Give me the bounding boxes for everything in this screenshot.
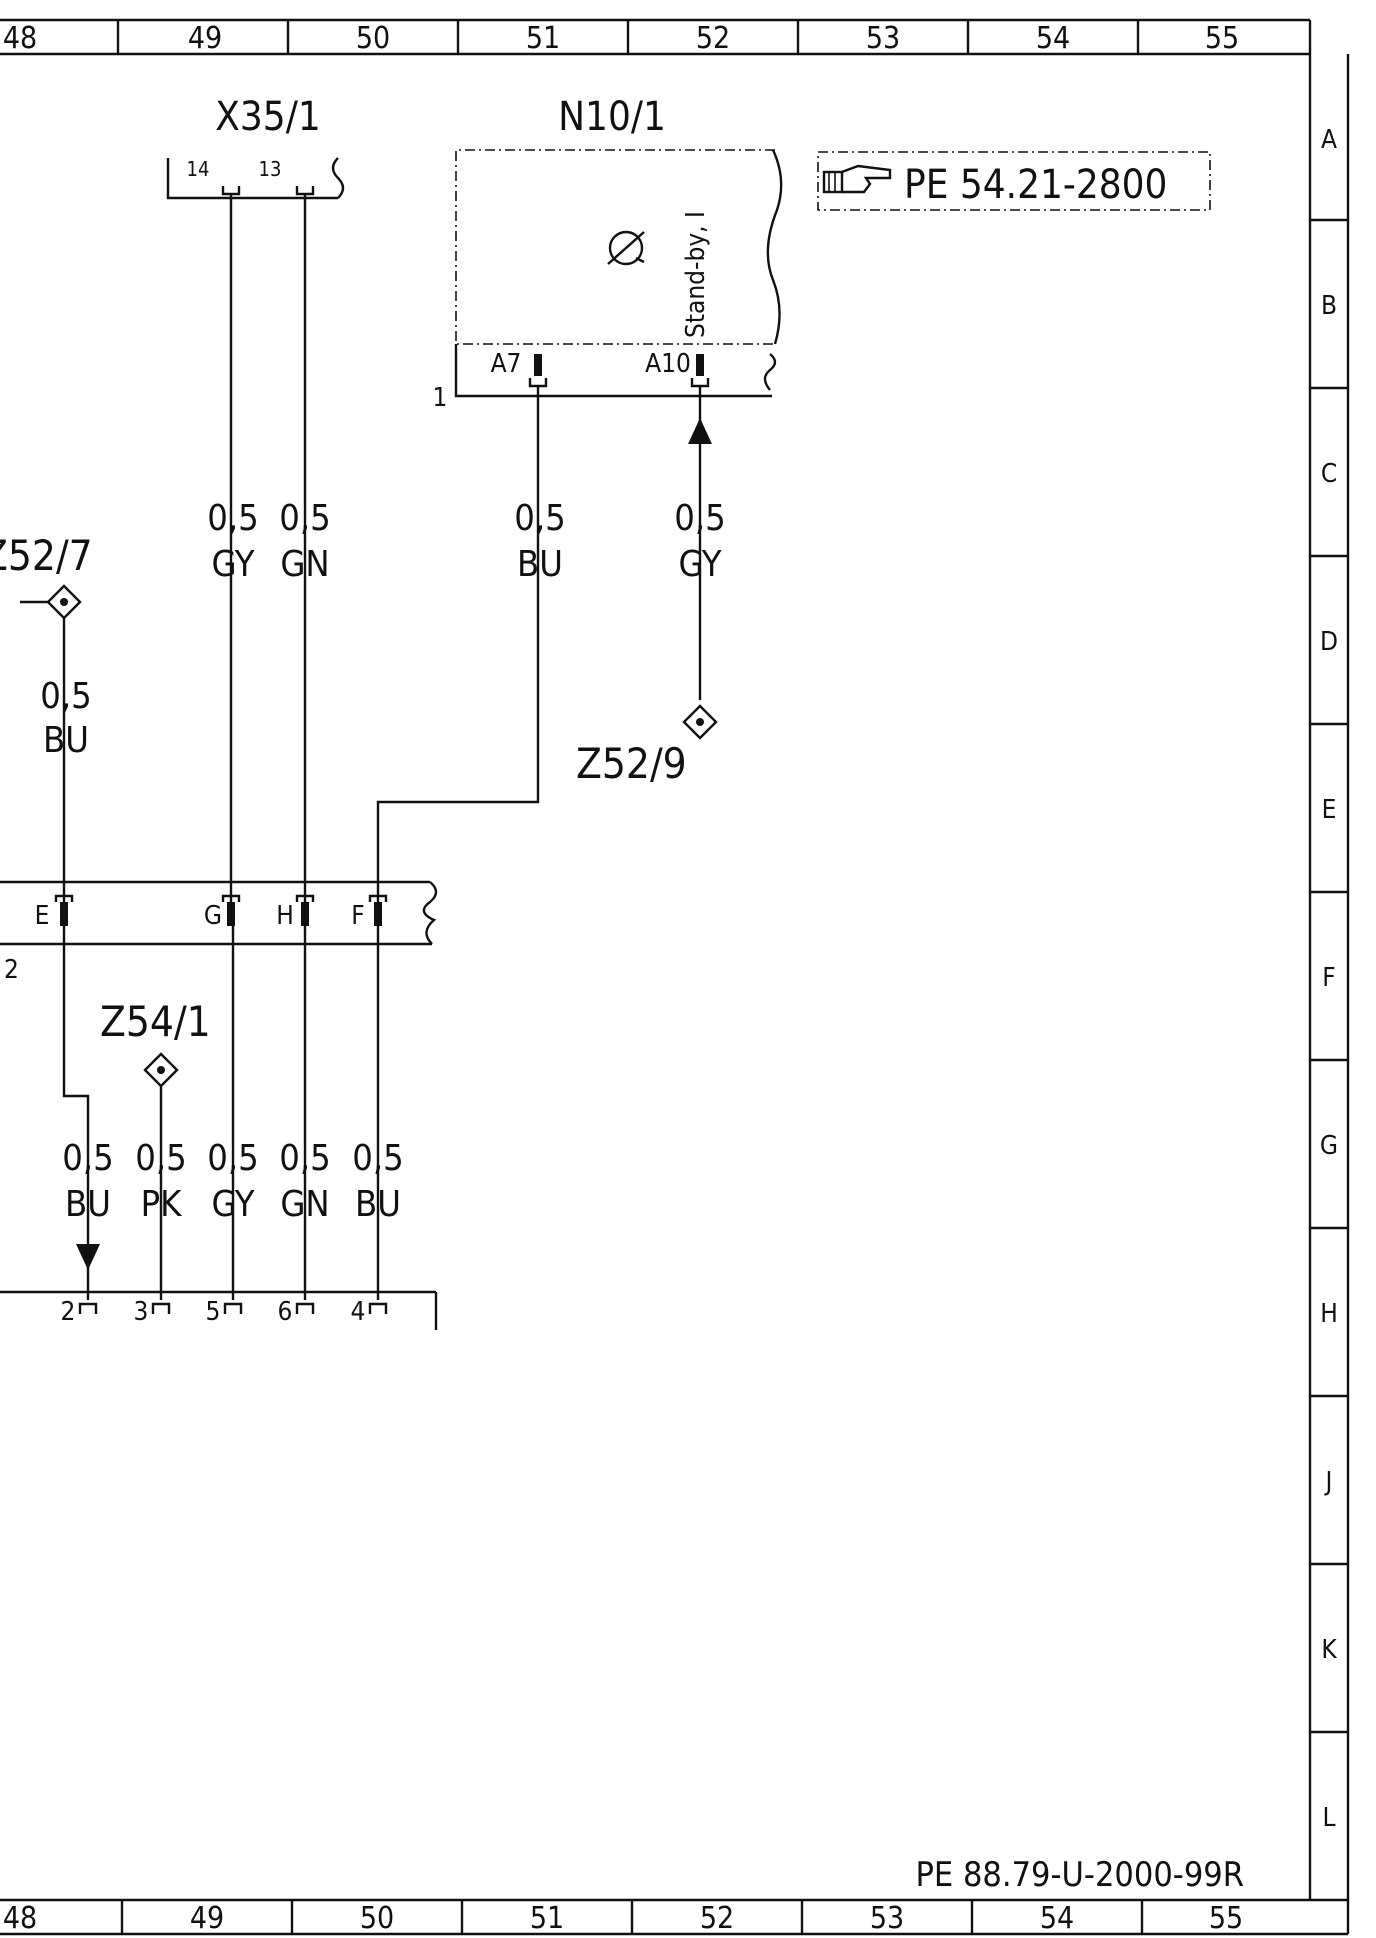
pin-label: A10 <box>645 349 691 379</box>
wire-size: 0,5 <box>135 1138 187 1179</box>
splice-label: Z52/9 <box>576 739 687 788</box>
row-label: B <box>1321 291 1337 321</box>
column-label-bottom: 55 <box>1209 1901 1243 1936</box>
pin-label: F <box>351 901 364 931</box>
wire-color: BU <box>43 720 89 761</box>
pin-label: 3 <box>134 1297 149 1327</box>
row-label: K <box>1321 1635 1337 1665</box>
wire-color: GY <box>211 544 254 585</box>
column-label-bottom: 48 <box>3 1901 37 1936</box>
row-label: L <box>1322 1803 1335 1833</box>
pin-label: E <box>35 901 50 931</box>
column-label-top: 50 <box>356 21 390 56</box>
wire-harness: 0,5 GY 0,5 GN 0,5 BU 0,5 GY 0,5 BU <box>20 194 726 902</box>
column-label-bottom: 52 <box>700 1901 734 1936</box>
splice-z54-1: Z54/1 <box>100 997 211 1088</box>
row-label: J <box>1324 1467 1333 1497</box>
connector-x35-1: X35/1 14 13 <box>166 94 345 200</box>
bus-side-label: 2 <box>4 955 19 985</box>
pin-label: 13 <box>259 157 282 181</box>
row-label: E <box>1322 795 1337 825</box>
column-label-top: 48 <box>3 21 37 56</box>
control-unit-label: N10/1 <box>558 94 666 140</box>
column-label-top: 52 <box>696 21 730 56</box>
bus-pin-g: G <box>204 894 241 931</box>
column-label-bottom: 54 <box>1040 1901 1074 1936</box>
wire-size: 0,5 <box>674 498 726 539</box>
wire-size: 0,5 <box>279 1138 331 1179</box>
row-label: C <box>1321 459 1337 489</box>
column-label-bottom: 53 <box>870 1901 904 1936</box>
wire-color: GY <box>678 544 721 585</box>
wire-color: GY <box>211 1184 254 1225</box>
wire-color: GN <box>280 1184 329 1225</box>
column-label-top: 54 <box>1036 21 1070 56</box>
connector-label: X35/1 <box>215 94 320 140</box>
row-label: A <box>1321 125 1337 155</box>
frame: 48 49 50 51 52 53 54 55 48 49 50 51 52 5… <box>0 18 1350 1936</box>
bus-pin-h: H <box>276 894 315 931</box>
wire-color: BU <box>355 1184 401 1225</box>
bus-connector: 2 E G H F <box>0 880 438 985</box>
pointing-hand-icon <box>822 164 892 194</box>
standby-label: Stand-by, I <box>681 211 711 338</box>
lower-pin: 2 <box>61 1297 98 1327</box>
lower-pin: 3 <box>134 1297 171 1327</box>
splice-z52-7: Z52/7 <box>0 531 93 620</box>
bus-pin-f: F <box>351 894 388 931</box>
column-label-bottom: 49 <box>190 1901 224 1936</box>
pin-label: 2 <box>61 1297 76 1327</box>
row-label: D <box>1320 627 1338 657</box>
lower-connector: 2 3 5 6 4 <box>0 1290 438 1330</box>
wire-size: 0,5 <box>207 498 259 539</box>
column-label-top: 55 <box>1205 21 1239 56</box>
splice-label: Z52/7 <box>0 531 93 580</box>
wire-color: PK <box>141 1184 183 1225</box>
row-label: F <box>1322 963 1335 993</box>
wire-size: 0,5 <box>207 1138 259 1179</box>
column-label-bottom: 51 <box>530 1901 564 1936</box>
wire-size: 0,5 <box>352 1138 404 1179</box>
wire-size: 0,5 <box>40 676 92 717</box>
transistor-symbol-icon <box>607 230 645 266</box>
pin-label: A7 <box>491 349 522 379</box>
wire-size: 0,5 <box>514 498 566 539</box>
row-label: H <box>1320 1299 1338 1329</box>
wire-color: BU <box>517 544 563 585</box>
pin-label: G <box>204 901 222 931</box>
wire-size: 0,5 <box>279 498 331 539</box>
wire-color: GN <box>280 544 329 585</box>
lower-pin: 4 <box>351 1297 388 1327</box>
pin-label: 4 <box>351 1297 366 1327</box>
pin-label: 5 <box>206 1297 221 1327</box>
column-label-top: 49 <box>188 21 222 56</box>
control-unit-n10-1: N10/1 1 A7 A10 Stand-by, I <box>433 94 783 413</box>
reference-code: PE 54.21-2800 <box>904 162 1167 208</box>
reference-box: PE 54.21-2800 <box>817 151 1211 211</box>
wire-size: 0,5 <box>62 1138 114 1179</box>
column-label-top: 51 <box>526 21 560 56</box>
document-code: PE 88.79-U-2000-99R <box>915 1855 1244 1895</box>
splice-z52-9: Z52/9 <box>576 704 718 788</box>
lower-wire-harness: 0,5 BU 0,5 PK 0,5 GY 0,5 GN 0,5 BU <box>62 926 404 1300</box>
wire-color: BU <box>65 1184 111 1225</box>
column-label-bottom: 50 <box>360 1901 394 1936</box>
pin-label: 6 <box>278 1297 293 1327</box>
bus-pin-e: E <box>35 894 74 931</box>
ground-pin-label: 1 <box>433 383 448 413</box>
splice-label: Z54/1 <box>100 997 211 1046</box>
pin-label: H <box>276 901 294 931</box>
lower-pin: 6 <box>278 1297 315 1327</box>
lower-pin: 5 <box>206 1297 243 1327</box>
pin-label: 14 <box>187 157 210 181</box>
column-label-top: 53 <box>866 21 900 56</box>
row-label: G <box>1320 1131 1338 1161</box>
